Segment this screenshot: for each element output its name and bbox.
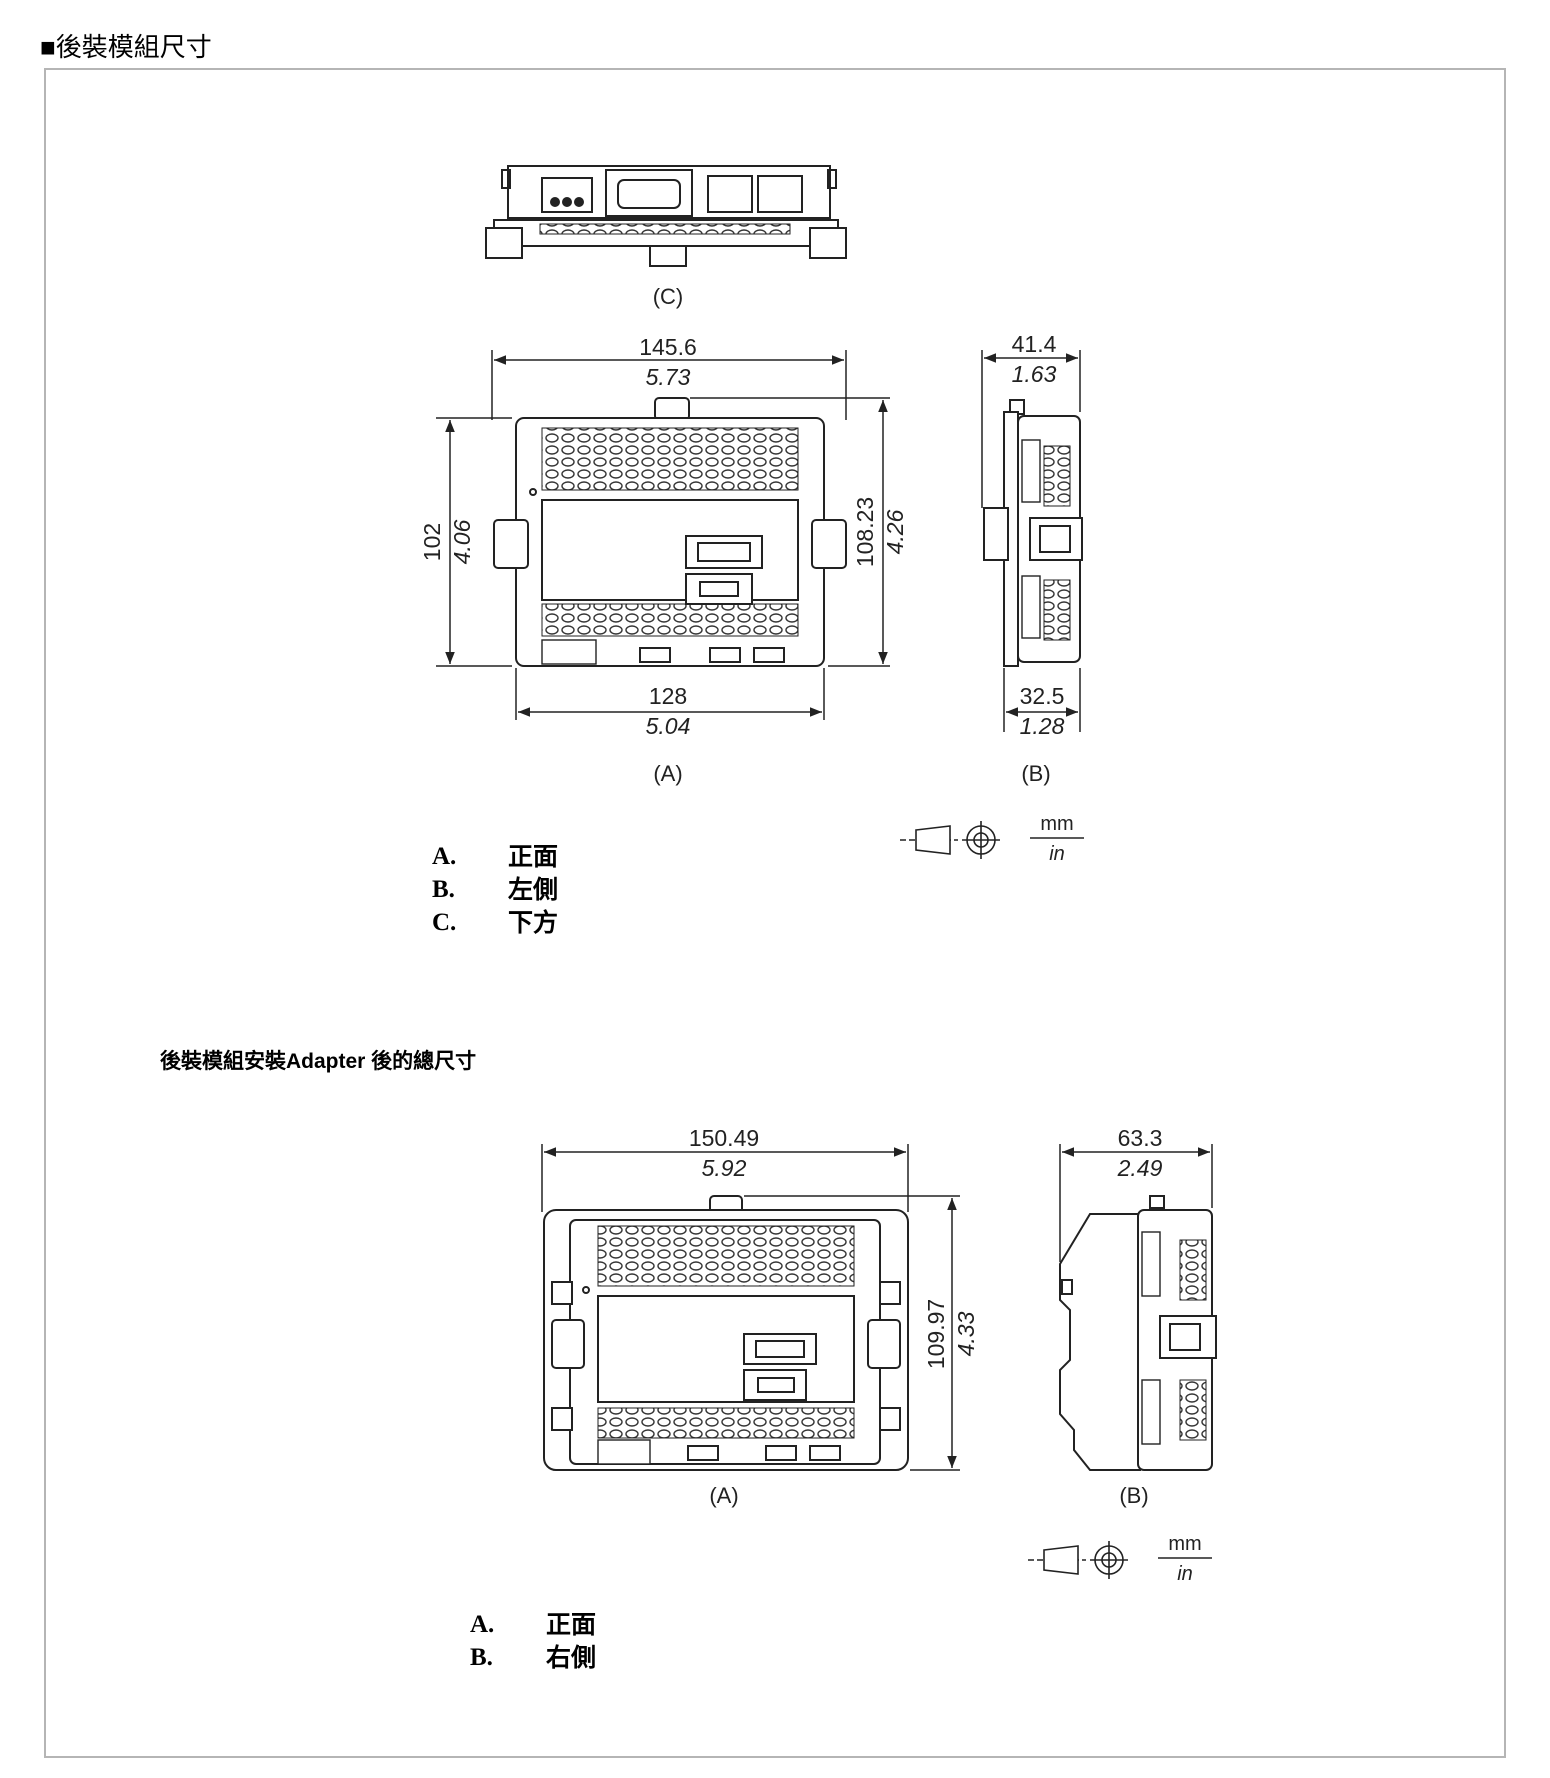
legend-diagram2: A. 正面 B. 右側 <box>470 1608 596 1674</box>
dim-front-height-right-in: 4.26 <box>882 509 908 554</box>
projection-symbol-icon <box>900 821 1084 859</box>
dim-front-width-in: 5.73 <box>646 364 691 390</box>
dim-front-bottom-width-mm: 128 <box>649 683 687 709</box>
legend-key: B. <box>470 1644 493 1671</box>
dim2-front-height-mm: 109.97 <box>923 1299 949 1369</box>
dim-side-width-in: 1.63 <box>1012 361 1057 387</box>
dim2-front-height-in: 4.33 <box>953 1311 979 1356</box>
dim2-side-width-in: 2.49 <box>1117 1155 1163 1181</box>
subheading: 後裝模組安裝Adapter 後的總尺寸 <box>160 1050 477 1073</box>
legend-diagram1: A. 正面 B. 左側 C. 下方 <box>432 840 558 939</box>
unit-in: in <box>1049 843 1065 865</box>
view2-label-front: (A) <box>709 1483 738 1508</box>
view-label-bottom: (C) <box>653 284 684 309</box>
legend-row: A. 正面 <box>432 840 558 873</box>
front-view-a-adapter <box>543 1195 909 1471</box>
side-view-b <box>983 399 1083 667</box>
dim2-front-width-in: 5.92 <box>702 1155 747 1181</box>
drawing-frame <box>44 68 1506 1758</box>
legend-value: 正面 <box>546 1610 597 1639</box>
legend-value: 下方 <box>508 908 559 937</box>
unit-mm: mm <box>1040 813 1073 835</box>
dim-front-width-mm: 145.6 <box>639 334 697 360</box>
view-label-front: (A) <box>653 761 682 786</box>
dim2-front-width-mm: 150.49 <box>689 1125 759 1151</box>
unit2-mm: mm <box>1168 1533 1201 1555</box>
legend-row: B. 左側 <box>432 873 558 906</box>
view2-label-side: (B) <box>1119 1483 1148 1508</box>
dim-front-height-in: 4.06 <box>449 519 475 564</box>
section-title: ■後裝模組尺寸 <box>40 32 212 62</box>
legend-value: 正面 <box>508 842 559 871</box>
legend-key: A. <box>470 1611 495 1638</box>
dim-front-height-mm: 102 <box>419 523 445 561</box>
dim-lines-side-b-adapter <box>1059 1144 1213 1262</box>
side-view-b-adapter <box>1059 1195 1217 1471</box>
legend-key: C. <box>432 909 457 936</box>
dim-lines-side-b <box>981 350 1081 732</box>
unit2-in: in <box>1177 1563 1193 1585</box>
dim-lines-front-a <box>436 350 890 720</box>
dim2-side-width-mm: 63.3 <box>1118 1125 1163 1151</box>
legend-row: C. 下方 <box>432 906 558 939</box>
projection-symbol-icon-2 <box>1028 1541 1212 1579</box>
dim-front-bottom-width-in: 5.04 <box>646 713 691 739</box>
dim-lines-front-a-adapter <box>541 1144 960 1471</box>
dim-side-bottom-width-mm: 32.5 <box>1020 683 1065 709</box>
front-view-a <box>493 397 847 667</box>
dim-side-width-mm: 41.4 <box>1012 331 1057 357</box>
legend-key: A. <box>432 843 457 870</box>
legend-row: A. 正面 <box>470 1608 596 1641</box>
dim-front-height-right-mm: 108.23 <box>852 497 878 567</box>
legend-value: 左側 <box>508 875 559 904</box>
legend-key: B. <box>432 876 455 903</box>
bottom-view-c <box>485 165 847 267</box>
dim-side-bottom-width-in: 1.28 <box>1020 713 1065 739</box>
legend-value: 右側 <box>546 1643 597 1672</box>
legend-row: B. 右側 <box>470 1641 596 1674</box>
view-label-side: (B) <box>1021 761 1050 786</box>
